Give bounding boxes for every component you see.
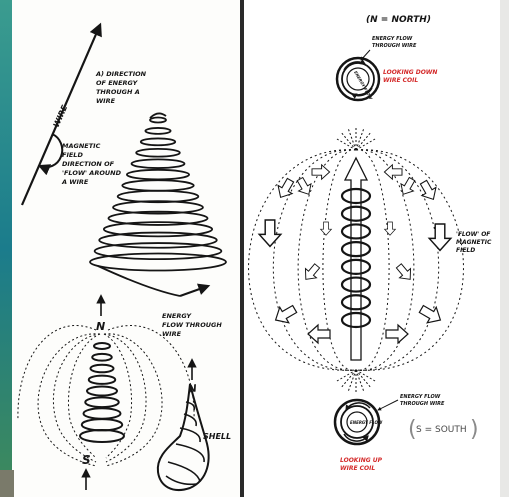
flow-field-line-3: FIELD bbox=[456, 247, 475, 254]
flow-field-line-2: MAGNETIC bbox=[456, 239, 492, 246]
north-label: N bbox=[96, 320, 105, 333]
direction-label-line-4: WIRE bbox=[96, 97, 116, 105]
north-header: (N = NORTH) bbox=[366, 15, 431, 25]
south-label: S = SOUTH bbox=[416, 425, 467, 435]
direction-label-line-3: THROUGH A bbox=[96, 88, 140, 96]
panel-divider bbox=[240, 0, 244, 497]
bottom-energy-label-line-1: ENERGY FLOW bbox=[400, 394, 441, 400]
looking-down-line-2: WIRE COIL bbox=[383, 77, 418, 84]
bottom-coil-inner-text: ENERGY FLOW bbox=[350, 420, 383, 425]
looking-up-line-2: WIRE COIL bbox=[340, 465, 375, 472]
looking-up-line-1: LOOKING UP bbox=[340, 457, 383, 464]
energy-flow-line-3: WIRE bbox=[162, 330, 182, 338]
energy-flow-line-1: ENERGY bbox=[162, 312, 192, 320]
magnetic-label-line-2: FIELD bbox=[62, 151, 83, 159]
south-label: S bbox=[82, 453, 91, 467]
bottom-left-corner bbox=[0, 470, 14, 497]
top-energy-label-line-1: ENERGY FLOW bbox=[372, 36, 413, 42]
right-edge-strip bbox=[500, 0, 509, 497]
direction-label-line-2: OF ENERGY bbox=[96, 79, 139, 87]
south-close-paren: ) bbox=[470, 417, 479, 442]
magnetic-label-line-3: DIRECTION OF bbox=[62, 160, 115, 168]
energy-flow-line-2: FLOW THROUGH bbox=[162, 321, 222, 329]
left-edge-strip bbox=[0, 0, 12, 497]
shell-label: SHELL bbox=[203, 432, 231, 441]
looking-down-line-1: LOOKING DOWN bbox=[383, 69, 437, 76]
magnetic-label-line-1: MAGNETIC bbox=[62, 142, 101, 150]
magnetic-label-line-4: 'FLOW' AROUND bbox=[62, 169, 122, 177]
direction-label-line-1: A) DIRECTION bbox=[95, 70, 147, 78]
flow-field-line-1: 'FLOW' OF bbox=[456, 231, 491, 238]
bottom-energy-label-line-2: THROUGH WIRE bbox=[400, 401, 445, 407]
magnetic-label-line-5: A WIRE bbox=[61, 178, 89, 186]
top-energy-label-line-2: THROUGH WIRE bbox=[372, 43, 417, 49]
